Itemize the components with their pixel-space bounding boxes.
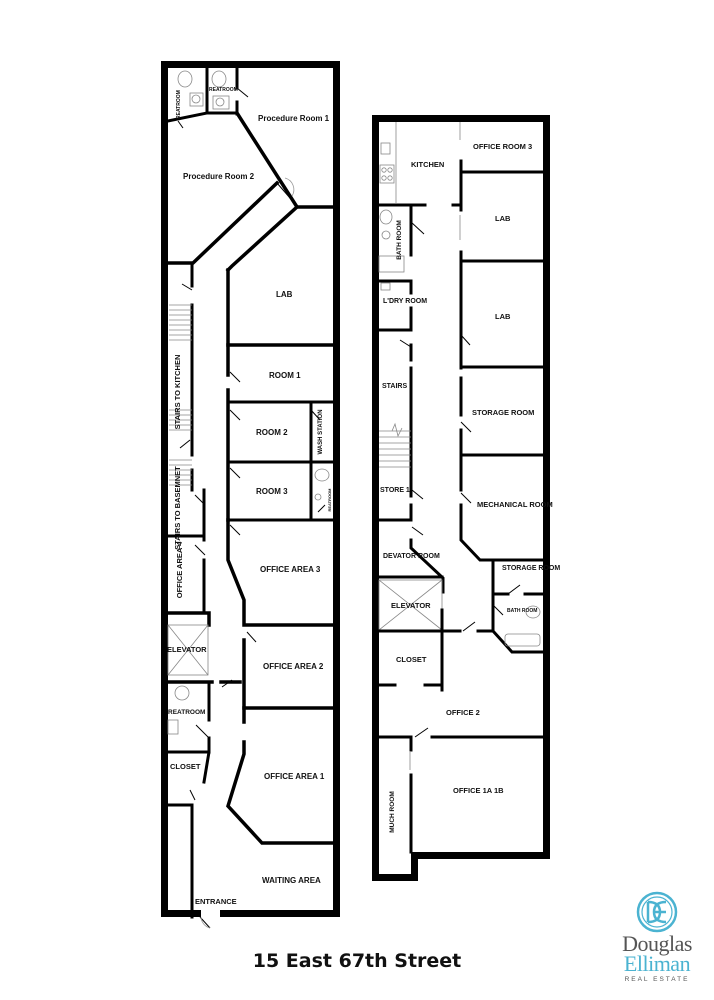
room-label: STORAGE ROOM: [472, 408, 534, 417]
room-label: OFFICE 2: [446, 708, 480, 717]
room-label: BATH ROOM: [396, 220, 403, 260]
exterior-wall: [411, 852, 418, 881]
exterior-wall: [411, 852, 550, 859]
room-label: ELEVATOR: [391, 601, 431, 610]
left-floor-plan: REATROOM REATROOM Procedure Room 1 Proce…: [161, 61, 340, 929]
room-label: Procedure Room 2: [183, 172, 255, 181]
room-label: OFFICE ROOM 3: [473, 142, 532, 151]
room-label: WASH STATION: [318, 409, 324, 454]
room-label: STORAGE ROOM: [502, 565, 560, 572]
room-label: LAB: [276, 290, 293, 299]
room-label: LAB: [495, 312, 511, 321]
room-label: ROOM 1: [269, 371, 301, 380]
room-label: LAB: [495, 214, 511, 223]
room-label: REATROOM: [176, 90, 182, 119]
room-label: L'DRY ROOM: [383, 298, 427, 305]
brand-tagline: REAL ESTATE: [624, 976, 690, 983]
stair-treads: [169, 304, 192, 486]
room-label: REATROOM: [327, 488, 332, 512]
elevator-car: [167, 624, 209, 676]
room-label: ROOM 2: [256, 428, 288, 437]
brand-name-line1: Douglas: [622, 931, 692, 956]
room-label: OFFICE AREA 2: [263, 662, 324, 671]
room-label: ROOM 3: [256, 487, 288, 496]
right-floor-plan: KITCHEN OFFICE ROOM 3 LAB BATH ROOM L'DR…: [372, 115, 560, 881]
exterior-wall: [220, 910, 340, 917]
room-label: OFFICE 1A 1B: [453, 786, 504, 795]
exterior-wall: [543, 115, 550, 859]
room-label: DEVATOR ROOM: [383, 553, 440, 560]
room-label: OFFICE AREA 3: [260, 565, 321, 574]
exterior-wall: [372, 874, 418, 881]
exterior-wall: [161, 61, 340, 68]
brand-name-line2: Elliman: [623, 951, 691, 976]
exterior-wall: [333, 61, 340, 917]
room-label: ELEVATOR: [167, 645, 207, 654]
room-label: MECHANICAL ROOM: [477, 500, 553, 509]
room-label: MUCH ROOM: [389, 791, 396, 833]
room-label: BATH ROOM: [507, 608, 537, 614]
room-label: OFFICE AREA 1: [264, 772, 325, 781]
page-title: 15 East 67th Street: [252, 950, 462, 972]
exterior-wall: [161, 910, 201, 917]
brand-logo: Douglas Elliman REAL ESTATE: [612, 931, 702, 984]
exterior-wall: [372, 115, 379, 881]
brand-monogram-icon: [636, 891, 678, 933]
exterior-wall: [372, 115, 550, 122]
room-label: STORE 1: [380, 487, 410, 494]
room-label: OFFICE AREA 4: [175, 541, 184, 598]
room-label: CLOSET: [396, 655, 427, 664]
room-label: CLOSET: [170, 762, 201, 771]
room-label: REATROOM: [168, 709, 205, 716]
room-label: STAIRS: [382, 383, 407, 390]
room-label: WAITING AREA: [262, 876, 321, 885]
exterior-wall: [161, 61, 168, 917]
room-label: STAIRS TO BASEMNET: [173, 466, 182, 550]
room-label: KITCHEN: [411, 160, 444, 169]
room-label: STAIRS TO KITCHEN: [173, 355, 182, 430]
room-label: REATROOM: [209, 87, 238, 93]
room-label: ENTRANCE: [195, 897, 237, 906]
room-label: Procedure Room 1: [258, 114, 330, 123]
